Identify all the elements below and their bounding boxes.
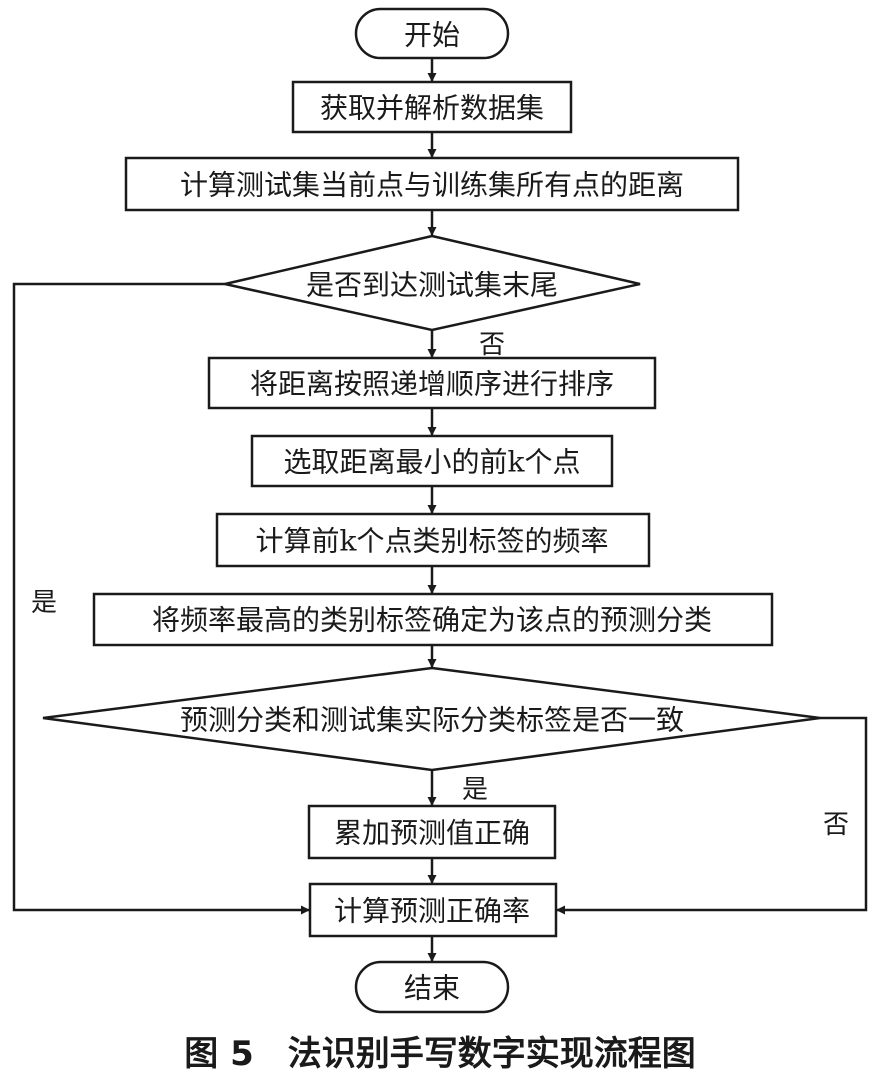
accuracy-box <box>308 882 558 938</box>
accumulate-label: 累加预测值正确 <box>334 817 530 850</box>
connectors <box>12 58 868 962</box>
predict-label: 将频率最高的类别标签确定为该点的预测分类 <box>152 604 712 637</box>
end-check-yes-label: 是 <box>31 588 57 618</box>
end-check-diamond <box>224 234 641 332</box>
end-terminal <box>354 960 510 1014</box>
edge-endcheck-yes-loop <box>12 282 310 915</box>
start-terminal <box>354 7 510 60</box>
match-check-yes-label: 是 <box>462 775 488 805</box>
load-box <box>291 80 573 134</box>
load-label: 获取并解析数据集 <box>320 92 544 125</box>
sort-label: 将距离按照递增顺序进行排序 <box>250 368 614 401</box>
predict-box <box>92 592 774 647</box>
start-label: 开始 <box>404 19 460 52</box>
freq-label: 计算前k个点类别标签的频率 <box>256 525 609 558</box>
match-check-label: 预测分类和测试集实际分类标签是否一致 <box>180 704 684 737</box>
match-check-no-label: 否 <box>823 810 849 840</box>
end-label: 结束 <box>404 972 460 1005</box>
end-check-label: 是否到达测试集末尾 <box>306 269 558 302</box>
freq-box <box>215 512 651 568</box>
distance-box <box>124 156 740 212</box>
select-box <box>250 434 614 488</box>
match-check-diamond <box>42 666 821 772</box>
sort-box <box>207 356 657 410</box>
distance-label: 计算测试集当前点与训练集所有点的距离 <box>180 169 684 202</box>
select-label: 选取距离最小的前k个点 <box>284 446 581 479</box>
edge-matchcheck-no-loop <box>556 716 868 915</box>
end-check-no-label: 否 <box>479 330 505 360</box>
edge-labels: 否 是 是 否 <box>31 330 849 840</box>
nodes <box>42 7 821 1014</box>
accumulate-box <box>307 804 557 860</box>
figure-caption: 图 5 法识别手写数字实现流程图 <box>184 1034 696 1074</box>
node-labels: 开始 获取并解析数据集 计算测试集当前点与训练集所有点的距离 是否到达测试集末尾… <box>152 19 712 1005</box>
accuracy-label: 计算预测正确率 <box>334 895 530 928</box>
